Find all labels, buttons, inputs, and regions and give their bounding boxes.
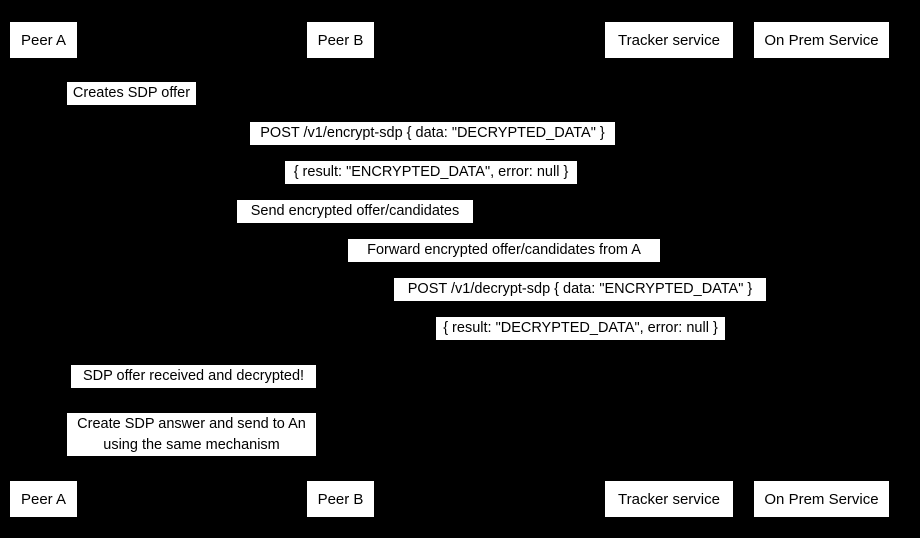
message-post-decrypt-sdp: POST /v1/decrypt-sdp { data: "ENCRYPTED_…: [394, 278, 766, 301]
actor-tracker-service-top[interactable]: Tracker service: [605, 22, 733, 58]
message-decrypt-sdp-result: { result: "DECRYPTED_DATA", error: null …: [436, 317, 725, 340]
message-forward-encrypted-offer: Forward encrypted offer/candidates from …: [348, 239, 660, 262]
message-creates-sdp-offer: Creates SDP offer: [67, 82, 196, 105]
lifeline-on-prem-service: [821, 58, 822, 481]
actor-label: Peer A: [20, 490, 67, 508]
actor-label: Peer B: [317, 490, 364, 508]
actor-peer-b-top[interactable]: Peer B: [307, 22, 374, 58]
message-sdp-offer-received: SDP offer received and decrypted!: [71, 365, 316, 388]
actor-peer-b-bottom[interactable]: Peer B: [307, 481, 374, 517]
actor-peer-a-bottom[interactable]: Peer A: [10, 481, 77, 517]
actor-on-prem-service-bottom[interactable]: On Prem Service: [754, 481, 889, 517]
actor-peer-a-top[interactable]: Peer A: [10, 22, 77, 58]
message-encrypt-sdp-result: { result: "ENCRYPTED_DATA", error: null …: [285, 161, 577, 184]
actor-label: Tracker service: [618, 31, 720, 49]
actor-on-prem-service-top[interactable]: On Prem Service: [754, 22, 889, 58]
message-post-encrypt-sdp: POST /v1/encrypt-sdp { data: "DECRYPTED_…: [250, 122, 615, 145]
actor-label: On Prem Service: [764, 31, 879, 49]
message-create-sdp-answer: Create SDP answer and send to An using t…: [67, 413, 316, 456]
actor-label: Peer B: [317, 31, 364, 49]
lifeline-peer-a: [43, 58, 44, 481]
actor-tracker-service-bottom[interactable]: Tracker service: [605, 481, 733, 517]
message-send-encrypted-offer: Send encrypted offer/candidates: [237, 200, 473, 223]
lifeline-tracker-service: [669, 58, 670, 481]
actor-label: Peer A: [20, 31, 67, 49]
actor-label: Tracker service: [618, 490, 720, 508]
lifeline-peer-b: [340, 58, 341, 481]
actor-label: On Prem Service: [764, 490, 879, 508]
